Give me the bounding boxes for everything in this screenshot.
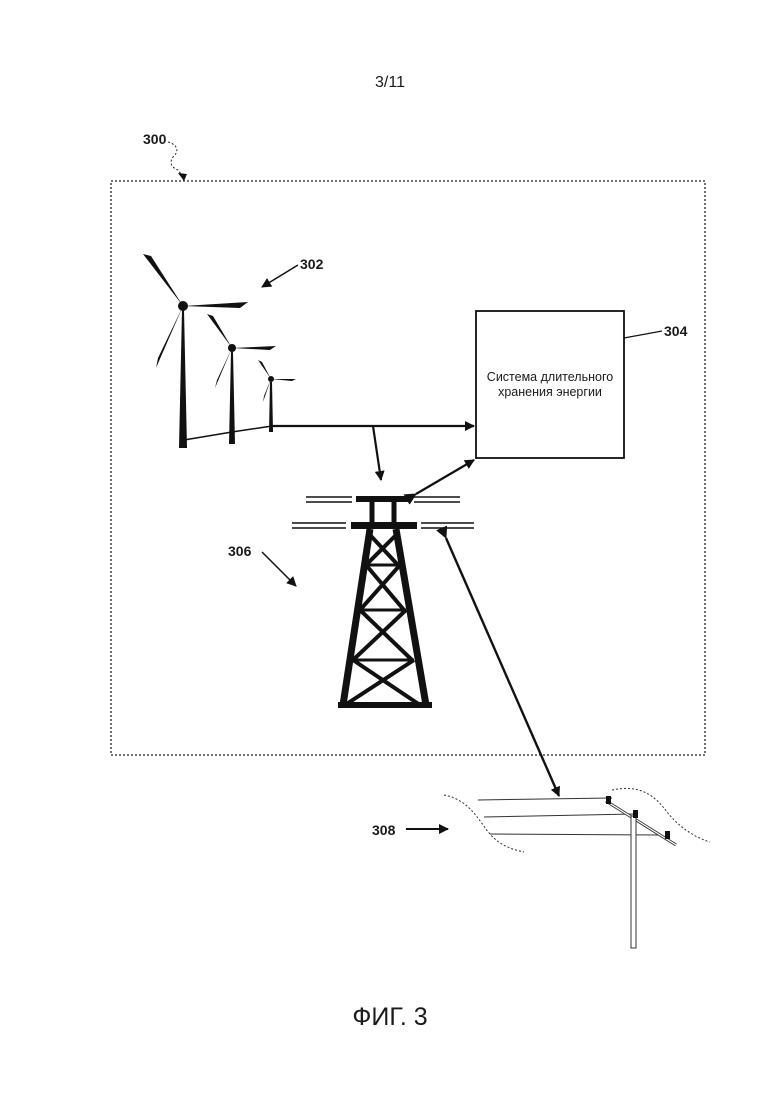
label-304: 304: [664, 323, 687, 339]
storage-box-line1: Система длительного: [476, 370, 624, 385]
transmission-tower-icon: [292, 496, 474, 708]
storage-tower-bidirectional-arrow: [416, 460, 474, 494]
wind-turbine-icon: [143, 254, 296, 448]
system-boundary: [111, 181, 705, 755]
tower-distribution-bidirectional-arrow: [446, 538, 559, 796]
label-306: 306: [228, 543, 251, 559]
label-306-arrow: [262, 552, 296, 586]
label-304-leader: [624, 331, 662, 338]
storage-box-text: Система длительного хранения энергии: [476, 370, 624, 400]
turbines-to-tower-arrow: [373, 426, 381, 480]
label-308: 308: [372, 822, 395, 838]
label-300-leader: [168, 142, 184, 178]
utility-pole-icon: [444, 788, 710, 948]
label-302-arrow: [262, 265, 298, 287]
storage-box-line2: хранения энергии: [476, 385, 624, 400]
label-302: 302: [300, 256, 323, 272]
label-300: 300: [143, 131, 166, 147]
figure-caption: ФИГ. 3: [0, 1003, 780, 1032]
